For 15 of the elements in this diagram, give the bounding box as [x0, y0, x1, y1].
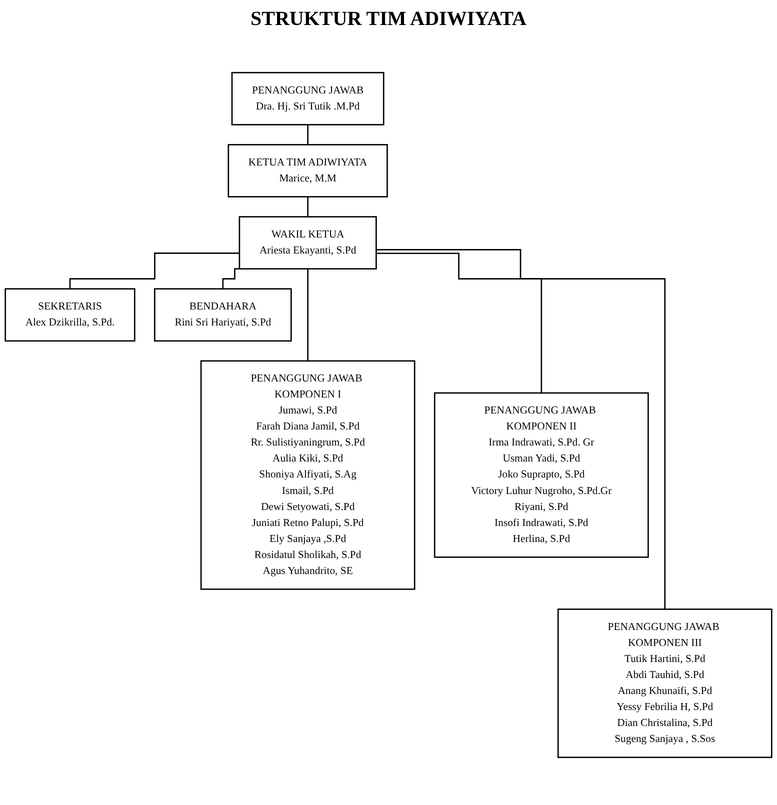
node-box: SEKRETARIS Alex Dzikrilla, S.Pd. — [4, 288, 136, 342]
node-box: PENANGGUNG JAWAB KOMPONEN III Tutik Hartini, S.Pd Abdi Tauhid, S.Pd Anang Khunaifi, S.Pd Yessy Febrilia H, S.Pd Dian Christalina, S.Pd Sugeng Sanjaya , S.Sos — [557, 608, 772, 758]
connector — [307, 196, 308, 218]
connector — [376, 252, 542, 394]
node-box: PENANGGUNG JAWAB Dra. Hj. Sri Tutik .M.Pd — [231, 72, 384, 126]
node-box: WAKIL KETUA Ariesta Ekayanti, S.Pd — [238, 216, 377, 270]
node-box: BENDAHARA Rini Sri Hariyati, S.Pd — [154, 288, 292, 342]
node-box: KETUA TIM ADIWIYATA Marice, M.M — [228, 144, 388, 198]
node-box: PENANGGUNG JAWAB KOMPONEN I Jumawi, S.Pd Farah Diana Jamil, S.Pd Rr. Sulistiyaningrum, S.Pd Aulia Kiki, S.Pd Shoniya Alfiyati, S.Ag Ismail, S.Pd Dewi Setyowati, S.Pd Juniati Retno Palupi, S.Pd Ely Sanjaya ,S.Pd Rosidatul Sholikah, S.Pd Agus Yuhandrito, SE — [200, 360, 416, 590]
connector — [69, 252, 240, 290]
connector — [307, 268, 308, 362]
connector — [307, 124, 308, 146]
connector — [376, 249, 666, 610]
diagram-title: STRUKTUR TIM ADIWIYATA — [250, 7, 528, 32]
node-box: PENANGGUNG JAWAB KOMPONEN II Irma Indrawati, S.Pd. Gr Usman Yadi, S.Pd Joko Suprapto, S.Pd Victory Luhur Nugroho, S.Pd.Gr Riyani, S.Pd Insofi Indrawati, S.Pd Herlina, S.Pd — [434, 392, 649, 558]
